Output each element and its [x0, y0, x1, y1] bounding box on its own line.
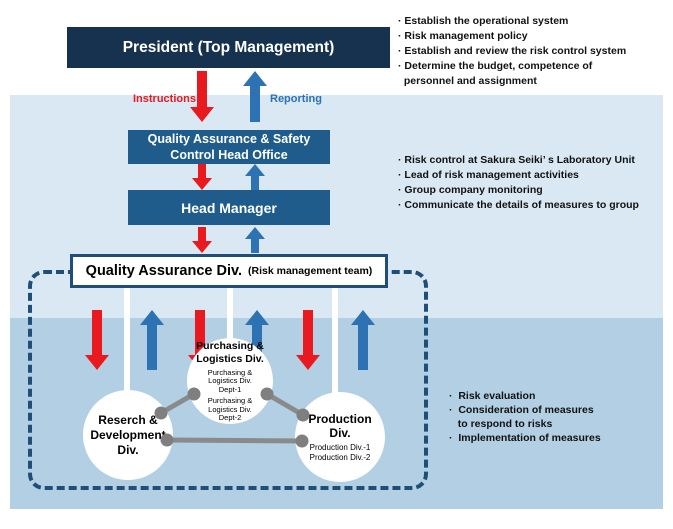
research-division-circle: Reserch & Development Div.	[83, 390, 173, 480]
qa-division-title: Quality Assurance Div.	[85, 263, 243, 279]
president-duties-notes: · Establish the operational system · Ris…	[398, 15, 627, 87]
reporting-up-arrow-icon	[139, 310, 165, 370]
reporting-label: Reporting	[270, 93, 322, 105]
connector-stem	[124, 288, 130, 402]
instructions-down-arrow-icon	[84, 310, 110, 370]
instructions-down-arrow-icon	[190, 227, 214, 253]
production-division-label: Production Div.	[308, 411, 372, 440]
production-subdivisions-label: Production Div.-1 Production Div.-2	[309, 442, 371, 462]
purchasing-dept2-label: Purchasing & Logistics Div. Dept-2	[207, 396, 253, 422]
qa-safety-head-office-box: Quality Assurance & Safety Control Head …	[128, 130, 330, 164]
instructions-label: Instructions	[133, 93, 196, 105]
office-duties-notes: · Risk control at Sakura Seiki’ s Labora…	[398, 154, 639, 211]
purchasing-division-circle: Purchasing & Logistics Div. Purchasing &…	[187, 338, 273, 424]
production-division-circle: Production Div. Production Div.-1 Produc…	[295, 392, 385, 482]
qa-division-subtitle: (Risk management team)	[248, 265, 373, 277]
reporting-up-arrow-icon	[350, 310, 376, 370]
reporting-up-arrow-icon	[242, 71, 268, 122]
purchasing-dept1-label: Purchasing & Logistics Div. Dept-1	[207, 367, 253, 394]
reporting-up-arrow-icon	[243, 227, 267, 253]
instructions-down-arrow-icon	[190, 164, 214, 190]
research-division-label: Reserch & Development Div.	[90, 412, 166, 457]
instructions-down-arrow-icon	[295, 310, 321, 370]
connector-stem	[227, 288, 233, 346]
division-duties-notes: · Risk evaluation · Consideration of mea…	[449, 390, 601, 444]
reporting-up-arrow-icon	[243, 164, 267, 190]
connector-stem	[332, 288, 338, 394]
qa-division-box: Quality Assurance Div. (Risk management …	[70, 254, 388, 288]
purchasing-division-label: Purchasing & Logistics Div.	[196, 339, 264, 365]
head-manager-box: Head Manager	[128, 190, 330, 225]
president-box: President (Top Management)	[67, 27, 390, 68]
